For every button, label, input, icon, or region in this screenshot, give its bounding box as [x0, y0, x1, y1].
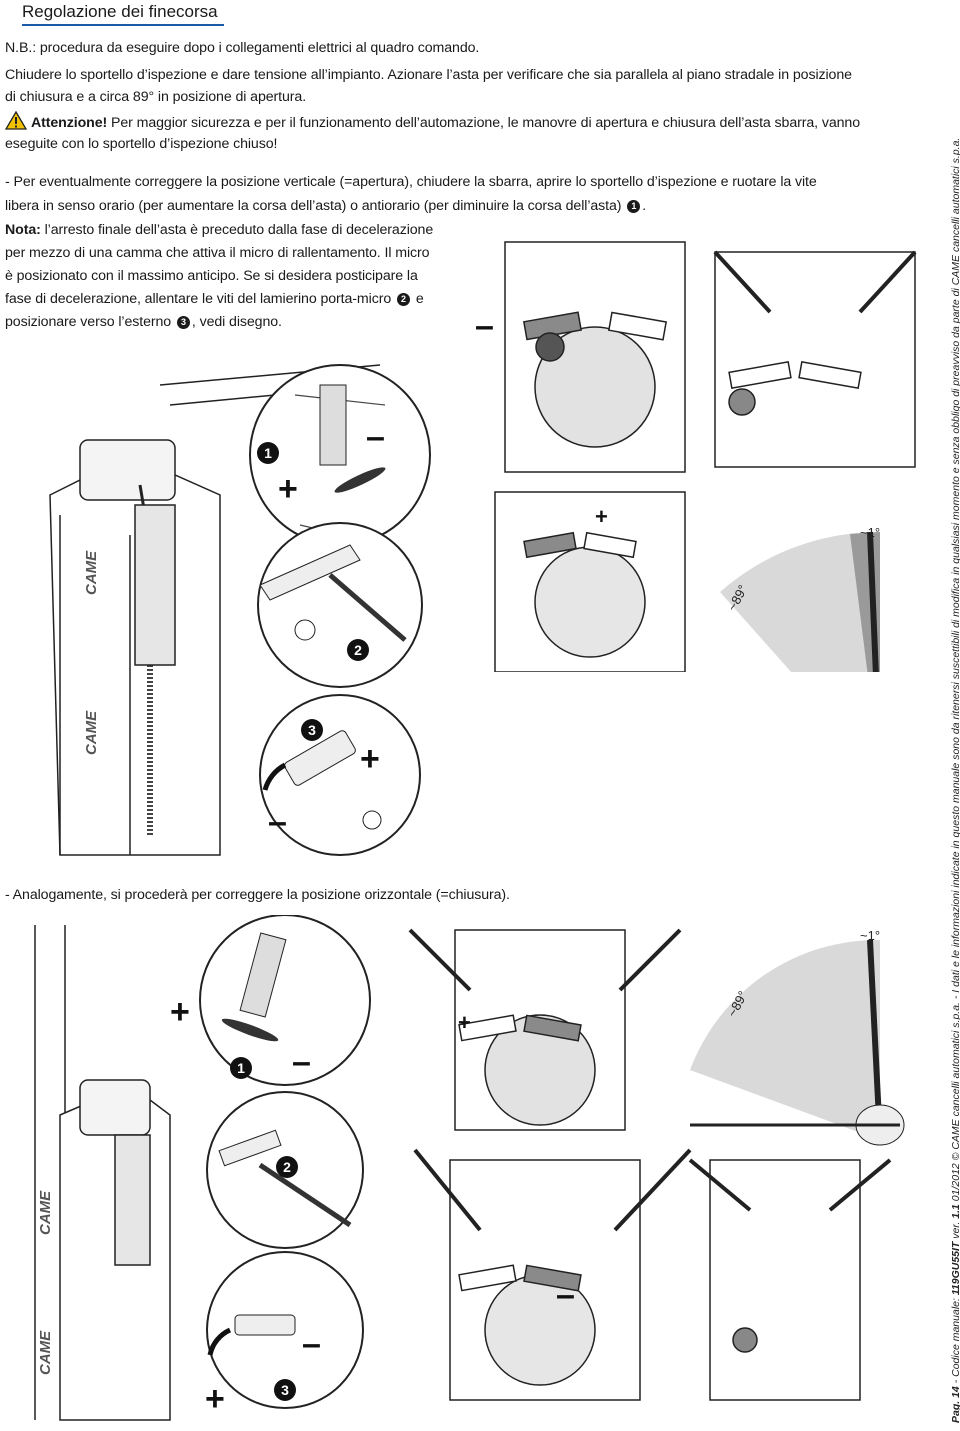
plus-symbol-cam-2: + — [458, 1010, 471, 1035]
note-nb: N.B.: procedura da eseguire dopo i colle… — [5, 40, 480, 56]
step-3-number-2: 3 — [281, 1382, 289, 1398]
nota-line-1: Nota: l’arresto finale dell’asta è prece… — [5, 219, 433, 241]
cam-panel-lower-bottom — [413, 1148, 692, 1401]
boom-angle-diagram-2 — [690, 939, 905, 1146]
plus-symbol-3: + — [360, 740, 380, 778]
step-3-badge — [301, 719, 323, 741]
step-3-marker: 3 — [176, 315, 190, 329]
title-underline — [22, 24, 224, 26]
figure-closing-adjustment: CAME CAME + – 1 2 + – 3 — [34, 915, 371, 1421]
nota-text-4: fase di decelerazione, allentare le viti… — [5, 291, 392, 307]
brand-logo-3: CAME — [37, 1190, 54, 1235]
vertical-line-1: - Per eventualmente correggere la posizi… — [5, 174, 817, 190]
vertical-footer: Pag. 14 - Codice manuale: 119GU55IT ver.… — [950, 138, 960, 1423]
minus-symbol-1: – — [366, 418, 385, 456]
cam-panel-top-right — [713, 250, 917, 468]
footer-ver: 1.1 — [950, 1204, 960, 1219]
brand-logo-2: CAME — [83, 710, 100, 755]
footer-rest: 01/2012 © CAME cancelli automatici s.p.a… — [950, 137, 960, 1202]
cam-panel-lower-right — [688, 1158, 892, 1401]
footer-code-label: - Codice manuale: — [950, 1298, 960, 1383]
step-1-number-2: 1 — [237, 1060, 245, 1076]
figure-opening-adjustment: CAME CAME 1 + – 2 3 + – — [49, 364, 431, 856]
nota-line-5: posizionare verso l’esterno 3, vedi dise… — [5, 311, 282, 333]
nota-line-2: per mezzo di una camma che attiva il mic… — [5, 245, 430, 261]
intro-line-2: di chiusura e a circa 89° in posizione d… — [5, 89, 307, 105]
plus-symbol-6: + — [205, 1380, 225, 1418]
step-1-badge-2 — [230, 1057, 252, 1079]
step-1-number: 1 — [264, 445, 272, 461]
step-2-number-2: 2 — [283, 1159, 291, 1175]
nota-line-3: è posizionato con il massimo anticipo. S… — [5, 268, 418, 284]
footer-code: 119GU55IT — [950, 1241, 960, 1296]
vertical-line-2: libera in senso orario (per aumentare la… — [5, 198, 647, 214]
nota-line-4: fase di decelerazione, allentare le viti… — [5, 288, 424, 310]
minus-symbol-cam-2: – — [556, 1276, 575, 1314]
brand-logo-4: CAME — [37, 1330, 54, 1375]
nota-text-1: l’arresto finale dell’asta è preceduto d… — [40, 222, 434, 238]
angle-1-label-bottom: ~1° — [860, 928, 880, 943]
plus-symbol-1: + — [278, 470, 298, 508]
plus-symbol-cam: + — [595, 504, 608, 529]
zoom-circle-screw-2 — [199, 915, 371, 1086]
nota-e: e — [415, 291, 424, 307]
warning-paragraph: Attenzione! Per maggior sicurezza e per … — [5, 111, 860, 134]
minus-symbol-cam: – — [475, 307, 494, 345]
minus-symbol-4: – — [292, 1043, 311, 1081]
step-2-number: 2 — [354, 642, 362, 658]
cam-panel-lower-top — [408, 928, 682, 1131]
intro-line-1: Chiudere lo sportello d’ispezione e dare… — [5, 67, 852, 83]
footer-ver-label: ver. — [950, 1221, 960, 1239]
warning-line-2: eseguite con lo sportello d’ispezione ch… — [5, 136, 278, 152]
nota-label: Nota: — [5, 222, 41, 238]
cam-panel-middle — [494, 491, 686, 672]
zoom-circle-bracket-2 — [206, 1251, 364, 1409]
barrier-cabinet-illustration-2 — [34, 925, 171, 1421]
brand-logo-1: CAME — [83, 550, 100, 595]
nota-tail: , vedi disegno. — [191, 314, 282, 330]
warning-label: Attenzione! — [31, 115, 108, 131]
step-1-badge — [257, 442, 279, 464]
warning-text: Per maggior sicurezza e per il funzionam… — [107, 115, 861, 131]
step-3-badge-2 — [274, 1379, 296, 1401]
step-3-number: 3 — [308, 722, 316, 738]
step-2-marker: 2 — [396, 292, 410, 306]
nota-text-5: posizionare verso l’esterno — [5, 314, 172, 330]
horizontal-text: - Analogamente, si procederà per corregg… — [5, 887, 510, 903]
minus-symbol-3: – — [268, 803, 287, 841]
step-2-badge — [347, 639, 369, 661]
step-2-badge-2 — [276, 1156, 298, 1178]
zoom-circle-screwdriver — [257, 522, 423, 688]
figure-cam-detail-closing: + – ~1° ~89° — [408, 928, 905, 1401]
page-title: Regolazione dei finecorsa — [22, 2, 218, 21]
angle-1-label-top: ~1° — [860, 525, 880, 540]
footer-page: Pag. 14 — [950, 1386, 960, 1423]
vertical-text-2: libera in senso orario (per aumentare la… — [5, 198, 622, 214]
warning-icon — [5, 111, 27, 130]
zoom-circle-bracket — [259, 694, 421, 856]
minus-symbol-6: – — [302, 1325, 321, 1363]
step-1-marker: 1 — [627, 199, 641, 213]
plus-symbol-4: + — [170, 993, 190, 1031]
cam-panel-top-left — [504, 241, 686, 473]
barrier-cabinet-illustration — [49, 364, 381, 856]
boom-angle-diagram — [720, 531, 880, 672]
figure-cam-detail-opening: – + ~1° ~89° — [475, 241, 917, 672]
